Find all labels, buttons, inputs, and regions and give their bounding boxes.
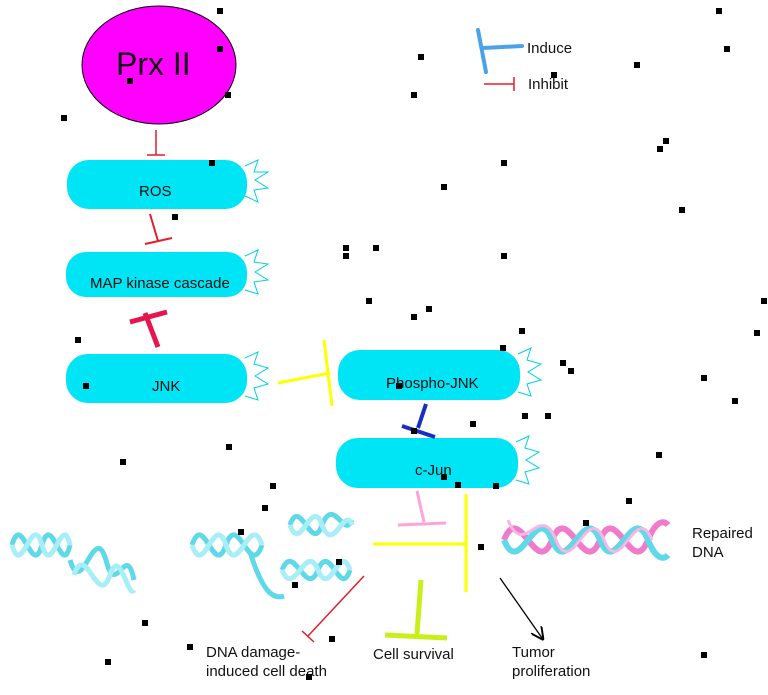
legend-inhibit-label: Inhibit bbox=[528, 76, 569, 93]
phospho-jnk-node bbox=[338, 347, 543, 400]
dna-damage-death-label: DNA damage- induced cell death bbox=[206, 644, 327, 680]
jnk-phospho-inhibit bbox=[277, 339, 334, 407]
phospho-cjun-induce bbox=[401, 403, 436, 439]
death-inhibit bbox=[301, 575, 365, 643]
yellow-branch bbox=[373, 494, 468, 592]
ros-map-inhibit bbox=[144, 213, 173, 245]
legend-induce-label: Induce bbox=[527, 40, 573, 57]
jnk-node bbox=[66, 351, 270, 403]
survival-induce bbox=[384, 579, 448, 641]
cjun-label: c-Jun bbox=[415, 462, 452, 479]
phospho-jnk-label: Phospho-JNK bbox=[386, 375, 479, 392]
dna-broken-middle bbox=[189, 511, 355, 600]
prx-ros-inhibit bbox=[147, 130, 165, 156]
legend-inhibit-symbol bbox=[484, 77, 515, 91]
map-jnk-inhibit bbox=[129, 309, 168, 348]
jnk-label: JNK bbox=[152, 378, 181, 395]
cell-survival-label: Cell survival bbox=[373, 646, 454, 663]
noise-dots bbox=[61, 8, 767, 680]
dna-repaired bbox=[501, 519, 671, 561]
repaired-dna-label: Repaired DNA bbox=[692, 525, 753, 561]
dna-broken-left bbox=[9, 532, 137, 594]
prx2-label: Prx II bbox=[116, 46, 191, 82]
cjun-pink-inhibit bbox=[397, 490, 447, 527]
prx2-node bbox=[81, 5, 237, 125]
tumor-arrow bbox=[499, 577, 542, 638]
legend-induce-symbol bbox=[476, 28, 524, 74]
ros-node bbox=[67, 159, 270, 209]
tumor-proliferation-label: Tumor proliferation bbox=[512, 644, 591, 680]
cjun-node bbox=[336, 435, 541, 488]
map-kinase-label: MAP kinase cascade bbox=[90, 275, 230, 292]
map-kinase-node bbox=[66, 249, 270, 297]
ros-label: ROS bbox=[139, 183, 172, 200]
